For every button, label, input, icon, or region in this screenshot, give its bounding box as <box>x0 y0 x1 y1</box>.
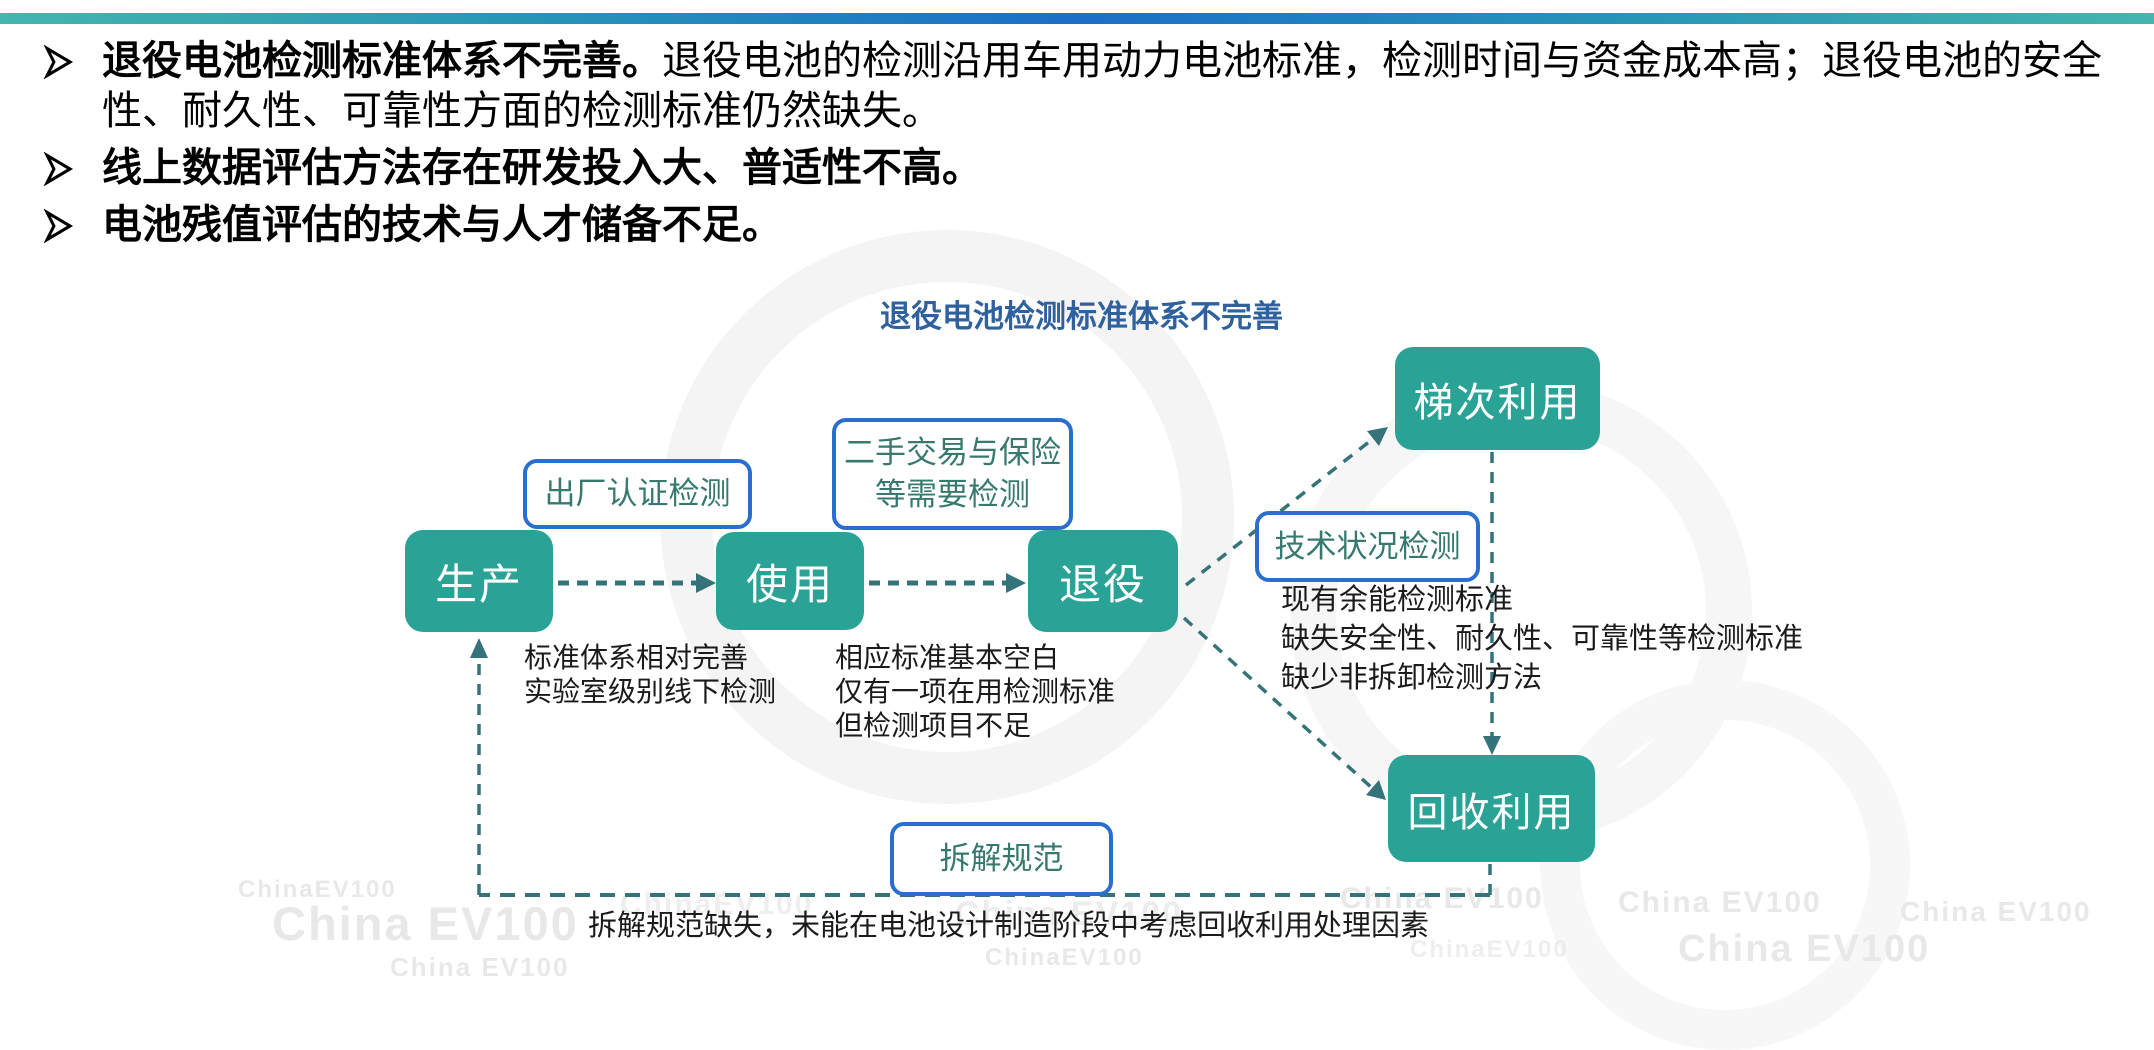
watermark-text: China EV100 <box>1618 886 1822 919</box>
label-dismantling-spec: 拆解规范 <box>890 822 1113 896</box>
watermark-text: China EV100 <box>272 897 579 950</box>
note-dismantling-missing: 拆解规范缺失，未能在电池设计制造阶段中考虑回收利用处理因素 <box>588 910 1430 942</box>
watermark-text: ChinaEV100 <box>985 944 1144 971</box>
watermark-text: China EV100 <box>1678 928 1931 970</box>
watermark-text: China EV100 <box>1900 896 2092 927</box>
note-retire-branch: 现有余能检测标准 缺失安全性、耐久性、可靠性等检测标准 缺少非拆卸检测方法 <box>1281 581 1803 698</box>
bullet-text: 线上数据评估方法存在研发投入大、普适性不高。 <box>102 143 982 193</box>
arrowhead <box>1006 573 1026 593</box>
node-retire: 退役 <box>1028 530 1178 632</box>
note-line: 缺失安全性、耐久性、可靠性等检测标准 <box>1281 623 1804 655</box>
node-use: 使用 <box>716 532 864 630</box>
note-line: 现有余能检测标准 <box>1281 584 1514 616</box>
node-production: 生产 <box>405 530 553 632</box>
bullet-rest: 退役电池的检测沿用车用动力电池标准，检测时间与资金成本高；退役电池的安全性、耐久… <box>102 39 2102 133</box>
watermark-text: China EV100 <box>1340 882 1544 915</box>
node-cascade-utilization: 梯次利用 <box>1395 347 1600 450</box>
note-use-retire: 相应标准基本空白 仅有一项在用检测标准 但检测项目不足 <box>835 641 1115 743</box>
watermark-text: ChinaEV100 <box>1410 936 1569 963</box>
bullet-lead: 电池残值评估的技术与人才储备不足。 <box>102 203 782 247</box>
note-line: 仅有一项在用检测标准 <box>835 676 1116 707</box>
label-factory-certification-test: 出厂认证检测 <box>523 459 752 529</box>
bullet-lead: 线上数据评估方法存在研发投入大、普适性不高。 <box>102 146 982 190</box>
bullet-lead: 退役电池检测标准体系不完善。 <box>102 39 662 83</box>
bullet-list: 退役电池检测标准体系不完善。退役电池的检测沿用车用动力电池标准，检测时间与资金成… <box>42 36 2128 257</box>
arrowhead <box>1366 780 1386 800</box>
note-line: 标准体系相对完善 <box>524 642 749 673</box>
watermark-text: ChinaEV100 <box>238 876 397 903</box>
note-line: 但检测项目不足 <box>835 710 1032 741</box>
bullet-item: 退役电池检测标准体系不完善。退役电池的检测沿用车用动力电池标准，检测时间与资金成… <box>42 36 2128 136</box>
bullet-arrow-icon <box>42 36 78 136</box>
watermark-text: China EV100 <box>390 952 570 982</box>
note-production-use: 标准体系相对完善 实验室级别线下检测 <box>524 641 776 709</box>
bullet-arrow-icon <box>42 200 78 250</box>
arrow-retire-to-recycle <box>1182 616 1374 790</box>
arrowhead <box>470 638 488 658</box>
bullet-item: 线上数据评估方法存在研发投入大、普适性不高。 <box>42 143 2128 193</box>
top-accent-bar <box>0 13 2154 24</box>
note-line: 实验室级别线下检测 <box>524 676 777 707</box>
label-secondhand-trade-insurance-test: 二手交易与保险等需要检测 <box>832 418 1073 530</box>
bullet-text: 电池残值评估的技术与人才储备不足。 <box>102 200 782 250</box>
arrowhead <box>1483 736 1501 755</box>
bullet-text: 退役电池检测标准体系不完善。退役电池的检测沿用车用动力电池标准，检测时间与资金成… <box>102 36 2128 136</box>
arrowhead <box>1367 427 1388 446</box>
note-line: 缺少非拆卸检测方法 <box>1281 662 1543 694</box>
label-technical-status-test: 技术状况检测 <box>1255 511 1480 582</box>
arrowhead <box>696 573 716 593</box>
node-recycling: 回收利用 <box>1388 755 1595 862</box>
bullet-arrow-icon <box>42 143 78 193</box>
slide: { "page": { "accent_colors": ["#45b5ae",… <box>0 13 2154 1050</box>
watermark-text: China EV100 <box>955 895 1183 933</box>
note-line: 相应标准基本空白 <box>835 642 1060 673</box>
bullet-item: 电池残值评估的技术与人才储备不足。 <box>42 200 2128 250</box>
diagram-title: 退役电池检测标准体系不完善 <box>880 299 1283 334</box>
